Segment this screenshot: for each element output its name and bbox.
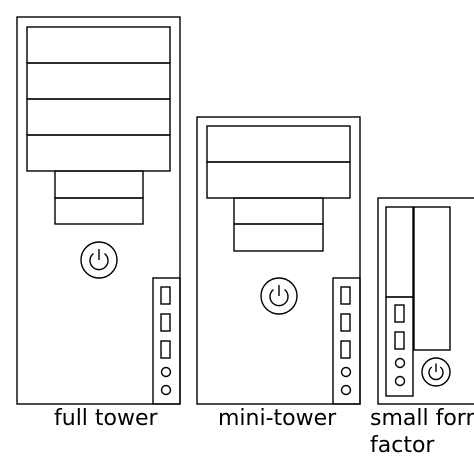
drive-bay-4 xyxy=(26,134,171,172)
small-bay-2 xyxy=(233,223,324,252)
small-bay-1 xyxy=(54,170,144,199)
small-bay-2 xyxy=(54,197,144,225)
audio-jack-icon xyxy=(160,384,172,396)
sff-body xyxy=(377,197,474,405)
usb-port-icon xyxy=(160,286,171,305)
mini-tower-label: mini-tower xyxy=(218,406,337,431)
power-icon xyxy=(80,241,118,279)
audio-jack-icon xyxy=(340,384,352,396)
drive-bay-3 xyxy=(26,98,171,136)
usb-port-icon xyxy=(340,313,351,332)
mini-tower-case xyxy=(196,116,361,405)
power-icon xyxy=(421,357,451,387)
mini-tower-body xyxy=(196,116,361,405)
full-tower-body xyxy=(16,16,181,405)
usb-port-icon xyxy=(160,340,171,359)
audio-jack-icon xyxy=(160,366,172,378)
usb-port-icon xyxy=(394,331,405,350)
audio-jack-icon xyxy=(340,366,352,378)
drive-bay-2 xyxy=(206,161,351,199)
drive-bay-2 xyxy=(26,62,171,100)
power-icon xyxy=(260,277,298,315)
full-tower-label: full tower xyxy=(54,406,158,431)
audio-jack-icon xyxy=(394,375,406,387)
small-form-factor-label-line2: factor xyxy=(370,433,435,458)
small-form-factor-label-line1: small form xyxy=(370,406,474,431)
sff-drive-bay xyxy=(413,206,451,351)
front-io-panel xyxy=(332,277,361,405)
sff-inner-panel xyxy=(385,206,414,298)
small-form-factor-case xyxy=(377,197,474,405)
usb-port-icon xyxy=(160,313,171,332)
audio-jack-icon xyxy=(394,357,406,369)
front-io-panel xyxy=(385,296,414,397)
front-io-panel xyxy=(152,277,181,405)
full-tower-case xyxy=(16,16,181,405)
usb-port-icon xyxy=(340,340,351,359)
usb-port-icon xyxy=(394,304,405,323)
usb-port-icon xyxy=(340,286,351,305)
drive-bay-1 xyxy=(206,125,351,163)
drive-bay-1 xyxy=(26,26,171,64)
small-bay-1 xyxy=(233,197,324,225)
